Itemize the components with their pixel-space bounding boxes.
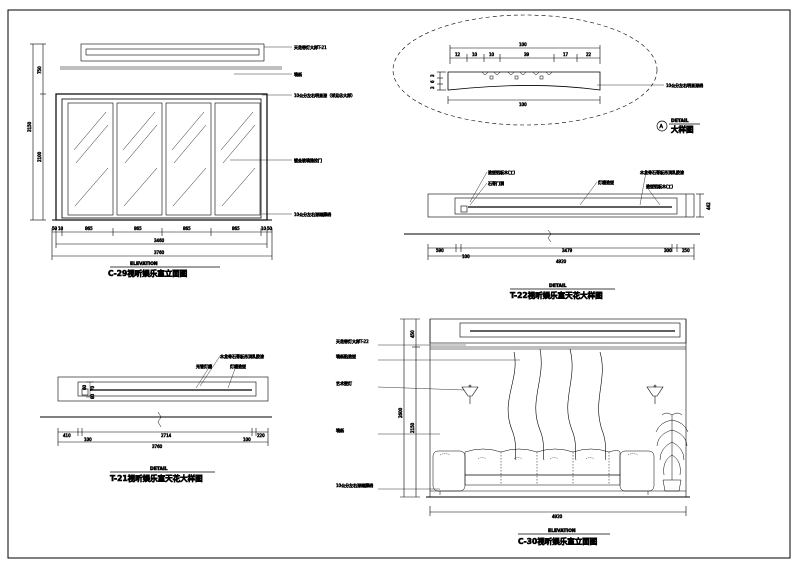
c29-hdim: 865 (85, 226, 93, 231)
c29-door-frame (55, 93, 268, 221)
detail-a-ellipse (392, 14, 658, 126)
c29-title: C-29视听娱乐室立面图 (108, 268, 188, 278)
detail-a-title: 大样图 (671, 124, 694, 134)
c29-hdim: 50 (267, 226, 273, 231)
c30-elevation-label: ELEVATION (548, 528, 576, 534)
c30-wall-lamp (461, 384, 479, 404)
c30-vdim: 2150 (410, 422, 415, 433)
t21-hdim: 2714 (161, 433, 172, 438)
c29-callout: 镀金玻璃推拉门 (294, 157, 322, 163)
c30-callout: 墙纸贴造型 (336, 353, 356, 359)
detail-a: 100 12 10 10 39 17 22 3 6 3 100 10公分左右明显… (392, 14, 703, 134)
c29-vdim-upper: 750 (37, 66, 42, 74)
t21-title: T-21视听娱乐室天花大样图 (110, 473, 203, 483)
detail-a-leftdim: 6 (430, 80, 435, 83)
t22-hdim: 300 (664, 248, 672, 253)
c29-callout: 10公分左右深踢脚线 (294, 211, 331, 217)
detail-a-botdim: 100 (519, 102, 527, 107)
c29-hdim: 865 (183, 226, 191, 231)
detail-a-leftdim: 3 (430, 86, 435, 89)
c29-hdim-total: 3760 (154, 250, 165, 255)
c30-callout: 天花带灯大样T-22 (336, 338, 369, 344)
detail-a-topdim: 39 (524, 52, 530, 57)
t22-callout: 石膏门洞 (488, 180, 504, 186)
c29-door-panel (67, 102, 114, 216)
detail-a-topdim: 17 (563, 52, 569, 57)
detail-a-marker-letter: A (660, 124, 664, 130)
c29-elevation-label: ELEVATION (130, 261, 158, 267)
t22-vdim: 442 (706, 202, 711, 210)
t21-vdim: 80 (90, 393, 95, 399)
elevation-c29: 3150 750 2100 50 10 865 865 865 865 10 5… (27, 43, 355, 278)
c30-callout: 艺术壁灯 (336, 380, 352, 386)
t22-hdim: 590 (436, 248, 444, 253)
detail-a-marker (656, 120, 668, 132)
c29-callout: 10公分左右明显深（详见Ⓐ大样） (294, 92, 355, 98)
t21-callout: 木龙骨石膏板吊顶乳胶漆 (220, 353, 264, 359)
c30-potted-plant (655, 412, 689, 492)
detail-a-topdim: 12 (455, 52, 461, 57)
c29-hdim: 10 (58, 226, 64, 231)
t22-hdim: 3479 (562, 248, 573, 253)
detail-a-topdim: 10 (472, 52, 478, 57)
t21-hdim-total: 3760 (152, 444, 163, 449)
c30-vdim: 2600 (398, 407, 403, 418)
t22-callout: 木龙骨石膏板吊顶乳胶漆 (640, 169, 684, 175)
t22-hdim: 250 (682, 248, 690, 253)
sheet-border (7, 9, 791, 559)
t21-vdim: 70 (90, 385, 95, 391)
detail-a-leftdim: 3 (430, 74, 435, 77)
detail-t21: 60 70 80 木龙骨石膏板吊顶乳胶漆 光管灯槽 灯槽造型 410 100 2… (40, 353, 272, 483)
c29-hdim: 865 (134, 226, 142, 231)
t21-hdim: 220 (257, 433, 265, 438)
c30-callout: 墙纸 (336, 427, 344, 433)
c29-callout: 天花带灯大样T-21 (294, 44, 327, 50)
c30-title: C-30视听娱乐室立面图 (518, 536, 598, 546)
c30-wallpaper-pattern (507, 348, 607, 461)
elevation-c30: 天花带灯大样T-22 墙纸贴造型 艺术壁灯 墙纸 10公分左右深踢脚线 450 … (336, 318, 690, 546)
t22-hdim-total: 4920 (556, 259, 567, 264)
c29-vdim-total: 3150 (27, 121, 32, 132)
t22-callout: 造型铝板木(工) (646, 183, 674, 189)
c29-door-panel (116, 102, 163, 216)
t22-ceiling-box (427, 193, 695, 218)
c29-door-panel (214, 102, 261, 216)
t21-hdim: 410 (63, 433, 71, 438)
t21-hdim: 100 (84, 437, 92, 442)
t22-detail-label: DETAIL (549, 283, 567, 289)
t21-vdim: 60 (82, 384, 87, 390)
c29-ceiling-box (80, 43, 265, 62)
detail-a-callout: 10公分左右明显深线 (666, 82, 703, 88)
c29-hdim: 865 (232, 226, 240, 231)
t22-callout: 灯槽造型 (598, 179, 614, 185)
c30-callout: 10公分左右深踢脚线 (336, 482, 373, 488)
detail-t22: 442 造型铝板木(工) 石膏门洞 灯槽造型 木龙骨石膏板吊顶乳胶漆 造型铝板木… (404, 169, 711, 300)
detail-a-label: DETAIL (671, 118, 689, 124)
t21-ceiling-box (57, 376, 269, 402)
t21-detail-label: DETAIL (150, 466, 168, 472)
c29-callout: 墙纸 (294, 71, 302, 77)
t22-title: T-22视听娱乐室天花大样图 (510, 290, 603, 300)
c29-hdim: 10 (261, 226, 267, 231)
detail-a-profile (447, 71, 601, 91)
detail-a-topdim-total: 100 (519, 42, 527, 47)
c30-vdim: 450 (410, 330, 415, 338)
c29-hdim: 50 (52, 226, 58, 231)
t21-hdim: 100 (243, 437, 251, 442)
c29-vdim-door: 2100 (37, 151, 42, 162)
c30-hdim-total: 4920 (552, 514, 563, 519)
detail-a-topdim: 22 (586, 52, 592, 57)
t22-hdim: 100 (462, 254, 470, 259)
t21-callout: 光管灯槽 (196, 363, 212, 369)
c30-wall-lamp (646, 384, 664, 404)
t22-callout: 造型铝板木(工) (488, 169, 516, 175)
t21-callout: 灯槽造型 (230, 363, 246, 369)
c29-hdim-mid: 3460 (154, 238, 165, 243)
c30-sofa (432, 448, 655, 495)
detail-a-topdim: 10 (489, 52, 495, 57)
c29-door-panel (165, 102, 212, 216)
